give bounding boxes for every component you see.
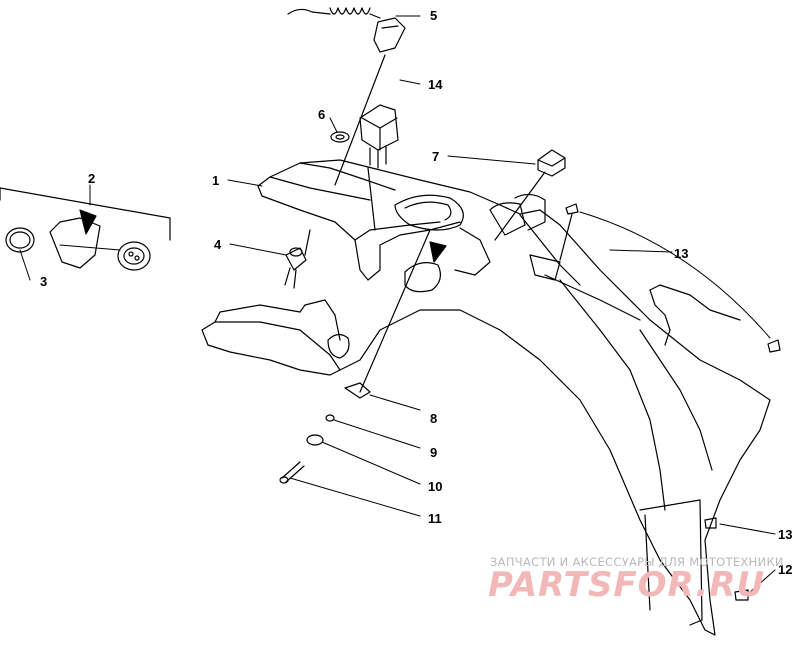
callout-10[interactable]: 10 bbox=[428, 479, 443, 494]
watermark-tagline: ЗАПЧАСТИ И АКСЕССУАРЫ ДЛЯ МОТОТЕХНИКИ bbox=[490, 555, 784, 569]
callout-11[interactable]: 11 bbox=[428, 511, 442, 526]
callout-3[interactable]: 3 bbox=[40, 274, 48, 289]
fastener-part-12[interactable] bbox=[734, 589, 749, 601]
button-part-7[interactable] bbox=[494, 149, 566, 241]
callout-4[interactable]: 4 bbox=[214, 237, 222, 252]
callout-12[interactable]: 12 bbox=[778, 562, 793, 577]
callout-8[interactable]: 8 bbox=[430, 411, 438, 426]
callout-1[interactable]: 1 bbox=[212, 173, 220, 188]
callout-13-upper[interactable]: 13 bbox=[674, 246, 689, 261]
fastener-part-13-upper[interactable] bbox=[559, 203, 781, 353]
clip-part-8[interactable] bbox=[344, 229, 431, 399]
washer-part-6[interactable] bbox=[330, 131, 350, 143]
tether-cord-part-5[interactable] bbox=[287, 7, 406, 186]
console-body bbox=[201, 159, 771, 636]
callout-6[interactable]: 6 bbox=[318, 107, 326, 122]
connector-part-4[interactable] bbox=[284, 229, 311, 289]
watermark-brand: PARTSFOR.RU bbox=[488, 565, 766, 605]
fastener-part-13-lower[interactable] bbox=[704, 517, 717, 529]
leader-lines bbox=[19, 15, 776, 595]
callout-7[interactable]: 7 bbox=[432, 149, 440, 164]
indicator-assembly-part-2[interactable] bbox=[0, 187, 171, 271]
callout-2[interactable]: 2 bbox=[88, 171, 96, 186]
washer-part-9[interactable] bbox=[325, 414, 335, 422]
washer-part-10[interactable] bbox=[306, 434, 324, 446]
callout-5[interactable]: 5 bbox=[430, 8, 438, 23]
screw-part-11[interactable] bbox=[279, 461, 305, 484]
callout-14[interactable]: 14 bbox=[428, 77, 443, 92]
arrow-marker bbox=[429, 241, 447, 263]
callout-9[interactable]: 9 bbox=[430, 445, 438, 460]
callout-13-lower[interactable]: 13 bbox=[778, 527, 793, 542]
switch-part-14[interactable] bbox=[359, 104, 399, 231]
